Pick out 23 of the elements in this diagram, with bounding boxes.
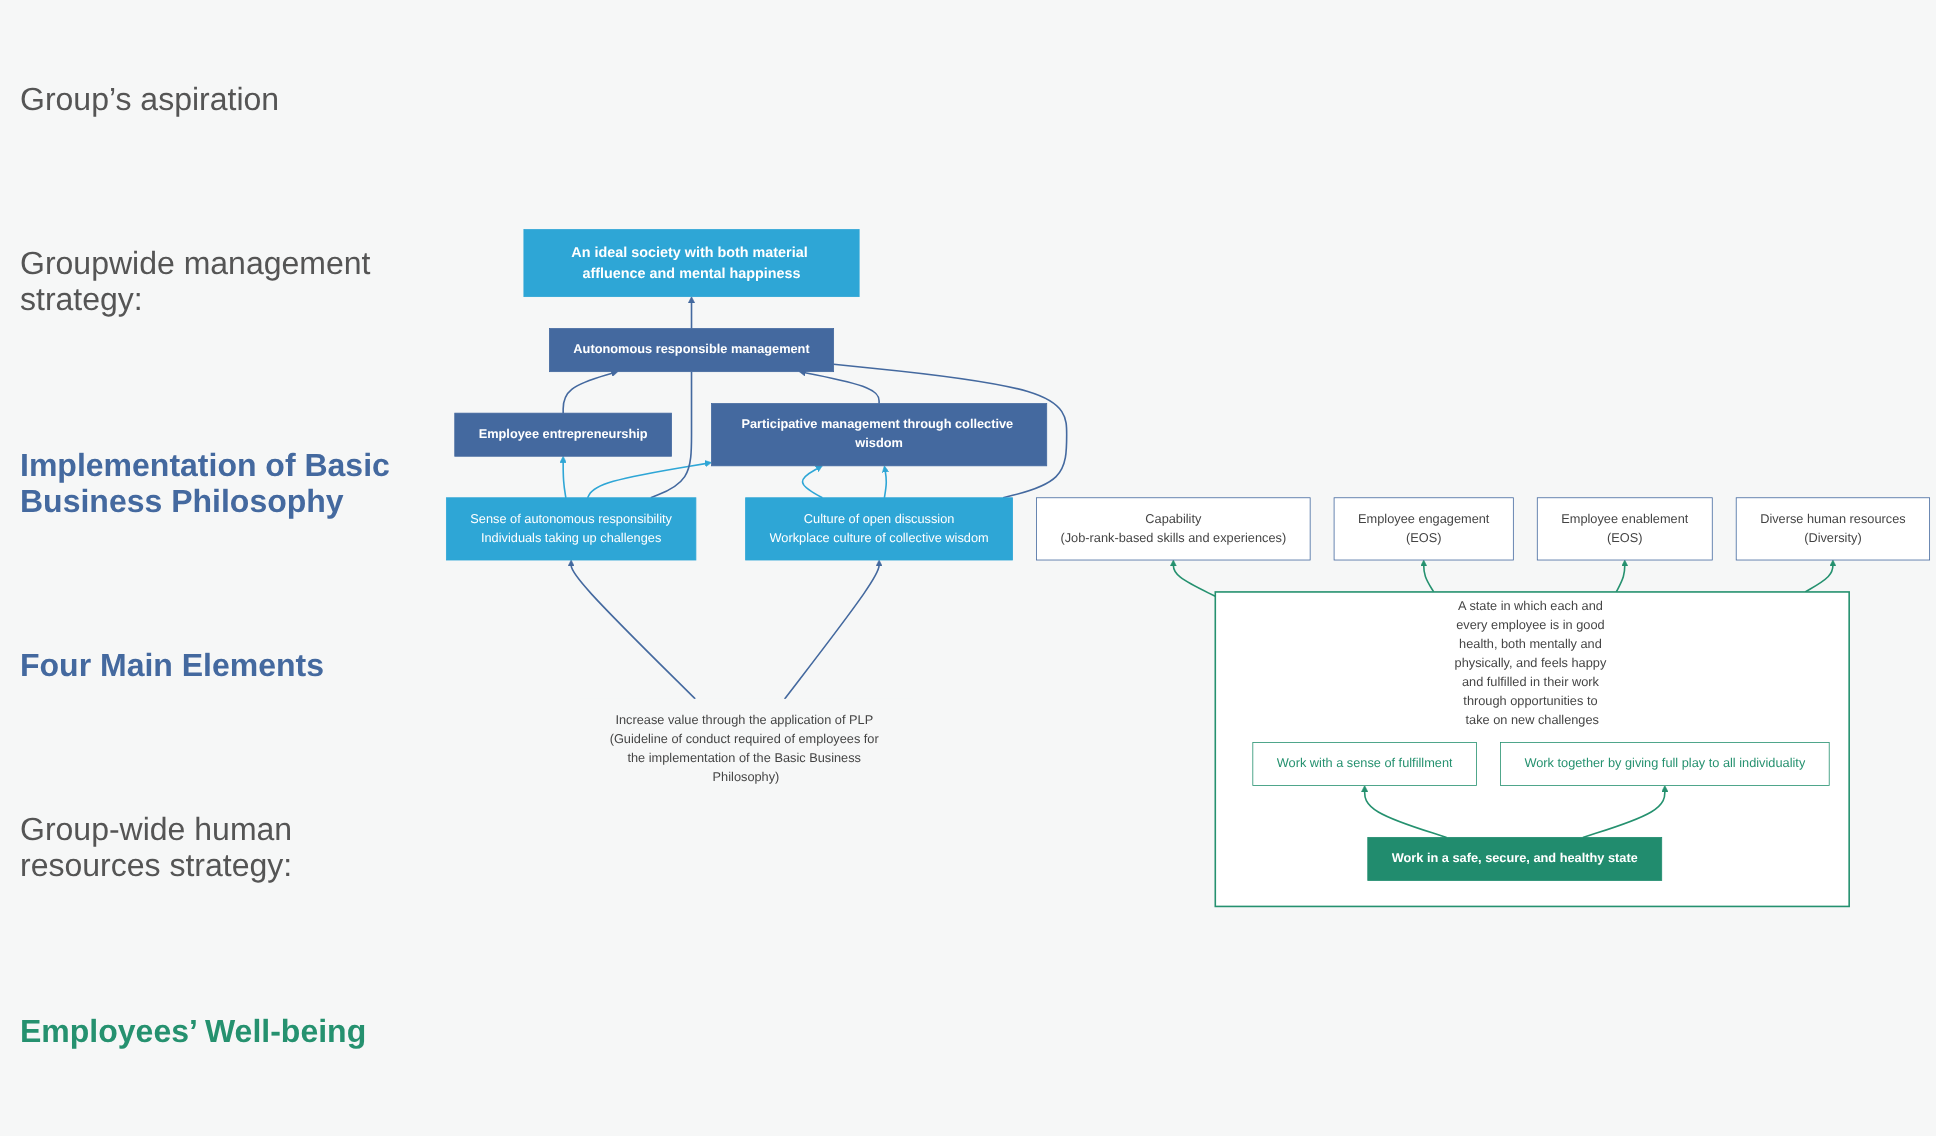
connector [649,370,693,499]
arrow [1420,559,1435,593]
arrow [586,460,712,499]
arrow [562,370,619,414]
arrow [559,455,567,499]
arrow [1361,785,1448,839]
section-label: Group-wide human resources strategy: [20,814,295,887]
arrow [801,465,824,499]
arrow [881,465,889,499]
section-label: Groupwide management strategy: [20,248,373,321]
section-heading: Four Main Elements [20,650,327,687]
arrow [1169,559,1217,598]
arrow [688,296,696,330]
section-heading: Implementation of Basic Business Philosophy [20,449,392,522]
arrow [1582,785,1669,839]
arrow [1615,559,1629,593]
arrow [783,559,883,700]
section-heading: Employees’ Well-being [20,1015,369,1052]
connector [832,363,1068,499]
arrow [798,369,880,405]
arrow [567,559,696,700]
section-label: Group’s aspiration [20,84,282,121]
arrow [1804,559,1837,593]
